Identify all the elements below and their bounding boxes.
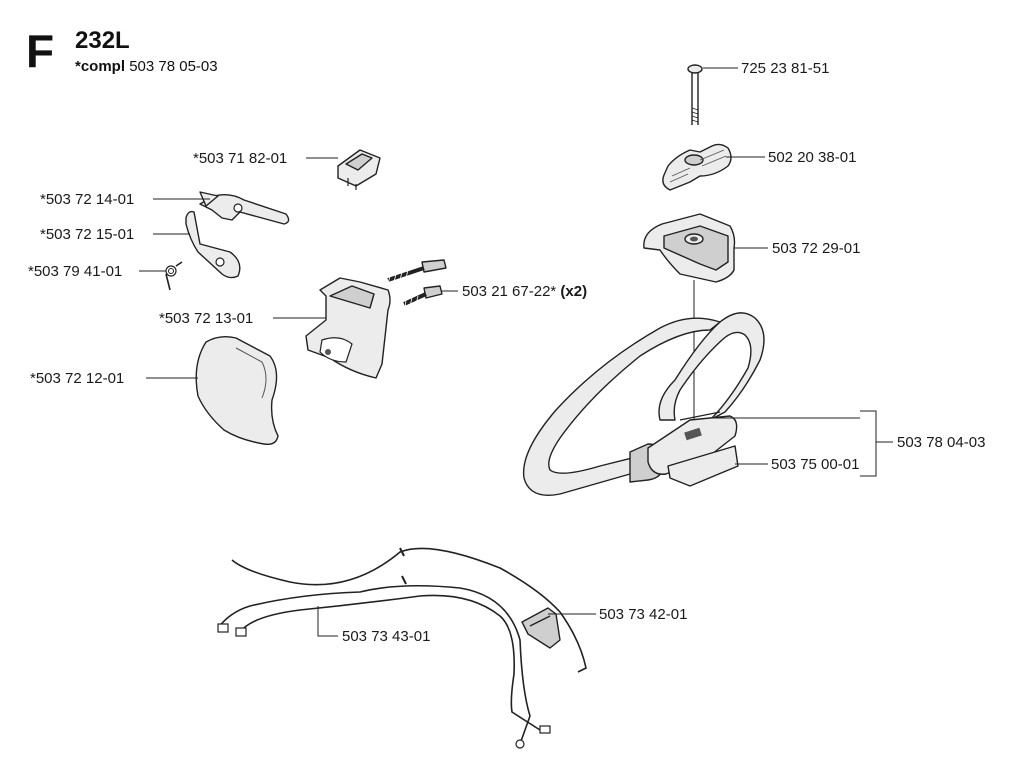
- callout-p4: 503 78 04-03: [897, 434, 985, 451]
- compl-prefix: *compl: [75, 58, 125, 75]
- spring: [165, 261, 183, 291]
- callout-p10: 503 21 67-22* (x2): [462, 283, 587, 300]
- callout-p6: *503 71 82-01: [193, 150, 287, 167]
- stop-switch: [337, 149, 381, 190]
- handle-housing: [305, 277, 391, 379]
- model-title: 232L: [75, 27, 130, 54]
- handle-cover: [195, 335, 279, 446]
- callout-p14: 503 73 43-01: [342, 628, 430, 645]
- callout-p5: 503 75 00-01: [771, 456, 859, 473]
- cable-harness: [217, 547, 587, 749]
- loop-handle: [522, 312, 765, 496]
- bolt: [687, 64, 703, 125]
- wing-knob: [662, 143, 732, 191]
- callout-p8: *503 72 15-01: [40, 226, 134, 243]
- callout-p1: 725 23 81-51: [741, 60, 829, 77]
- compl-number: 503 78 05-03: [129, 58, 217, 75]
- callout-p10-qty: (x2): [560, 283, 587, 300]
- callout-p2: 502 20 38-01: [768, 149, 856, 166]
- section-letter: F: [26, 25, 54, 77]
- callout-p11: *503 72 13-01: [159, 310, 253, 327]
- callout-p9: *503 79 41-01: [28, 263, 122, 280]
- throttle-lever: [185, 210, 241, 279]
- clamp-block: [643, 213, 736, 283]
- callout-p13: 503 73 42-01: [599, 606, 687, 623]
- compl-line: *compl 503 78 05-03: [75, 58, 218, 75]
- callout-p3: 503 72 29-01: [772, 240, 860, 257]
- callout-p12: *503 72 12-01: [30, 370, 124, 387]
- callout-p7: *503 72 14-01: [40, 191, 134, 208]
- throttle-trigger: [199, 191, 290, 225]
- callout-p10-number: 503 21 67-22*: [462, 283, 556, 300]
- screws: [387, 259, 447, 309]
